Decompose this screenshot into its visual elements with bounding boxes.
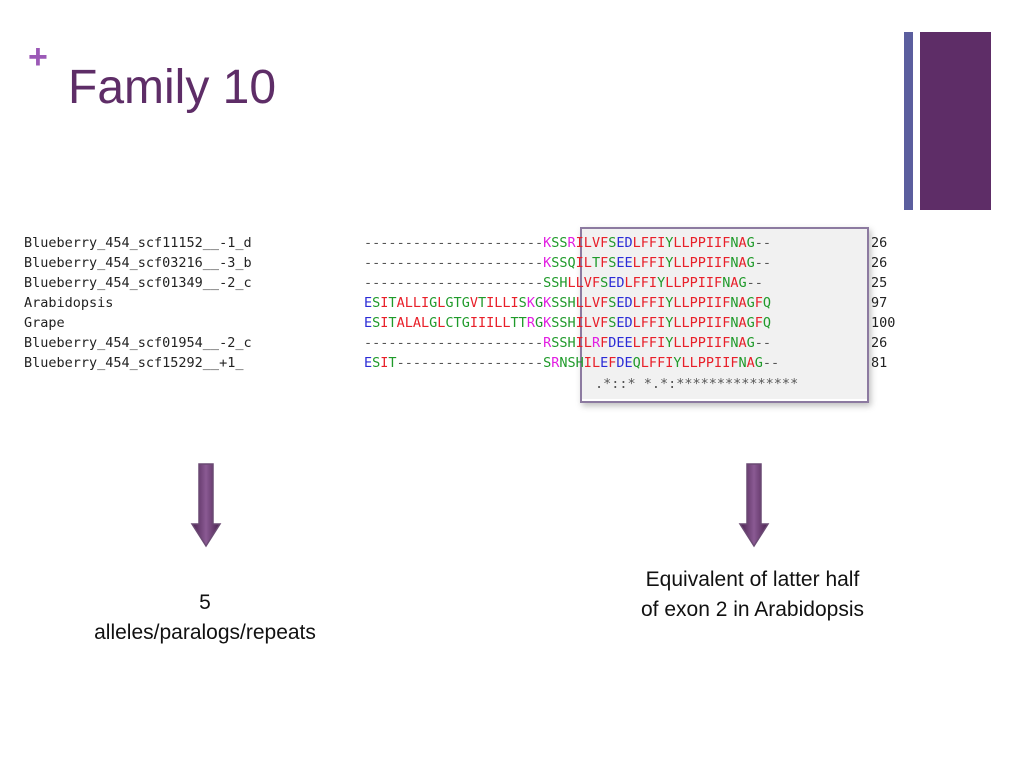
- alignment-highlight-box: [580, 227, 869, 403]
- caption-alleles: 5 alleles/paralogs/repeats: [90, 588, 320, 648]
- slide-title: Family 10: [68, 61, 277, 114]
- sequence-length: 26: [871, 235, 888, 251]
- caption-right-text: Equivalent of latter half of exon 2 in A…: [641, 568, 864, 621]
- sequence-residues: ----------------------KSSRILVFSEDLFFIYLL…: [364, 235, 772, 251]
- decorative-bar-thin: [904, 32, 913, 210]
- sequence-length: 25: [871, 275, 888, 291]
- sequence-length: 81: [871, 355, 888, 371]
- down-arrow-left-icon: [190, 463, 222, 548]
- sequence-residues: ESITALLIGLGTGVTILLISKGKSSHLLVFSEDLFFIYLL…: [364, 295, 772, 311]
- sequence-residues: ----------------------KSSQILTFSEELFFIYLL…: [364, 255, 772, 271]
- caption-exon: Equivalent of latter half of exon 2 in A…: [640, 565, 865, 625]
- down-arrow-right-icon: [738, 463, 770, 548]
- alignment-highlight-bg: [582, 229, 867, 399]
- sequence-name: Blueberry_454_scf15292__+1_: [24, 355, 244, 371]
- consensus-line: .*::* *.*:***************: [595, 376, 799, 392]
- sequence-name: Blueberry_454_scf11152__-1_d: [24, 235, 252, 251]
- sequence-length: 97: [871, 295, 888, 311]
- sequence-name: Grape: [24, 315, 65, 331]
- sequence-length: 100: [871, 315, 896, 331]
- plus-bullet-icon: +: [28, 38, 48, 76]
- sequence-name: Blueberry_454_scf03216__-3_b: [24, 255, 252, 271]
- sequence-name: Blueberry_454_scf01954__-2_c: [24, 335, 252, 351]
- decorative-bar-thick: [920, 32, 991, 210]
- sequence-residues: ESITALALGLCTGIIILLTTRGKSSHILVFSEDLFFIYLL…: [364, 315, 772, 331]
- sequence-name: Arabidopsis: [24, 295, 114, 311]
- sequence-name: Blueberry_454_scf01349__-2_c: [24, 275, 252, 291]
- caption-left-text: 5 alleles/paralogs/repeats: [94, 591, 316, 644]
- sequence-length: 26: [871, 335, 888, 351]
- sequence-length: 26: [871, 255, 888, 271]
- sequence-residues: ESIT------------------SRNSHILEFDEQLFFIYL…: [364, 355, 780, 371]
- sequence-residues: ----------------------RSSHILRFDEELFFIYLL…: [364, 335, 772, 351]
- sequence-residues: ----------------------SSHLLVFSEDLFFIYLLP…: [364, 275, 763, 291]
